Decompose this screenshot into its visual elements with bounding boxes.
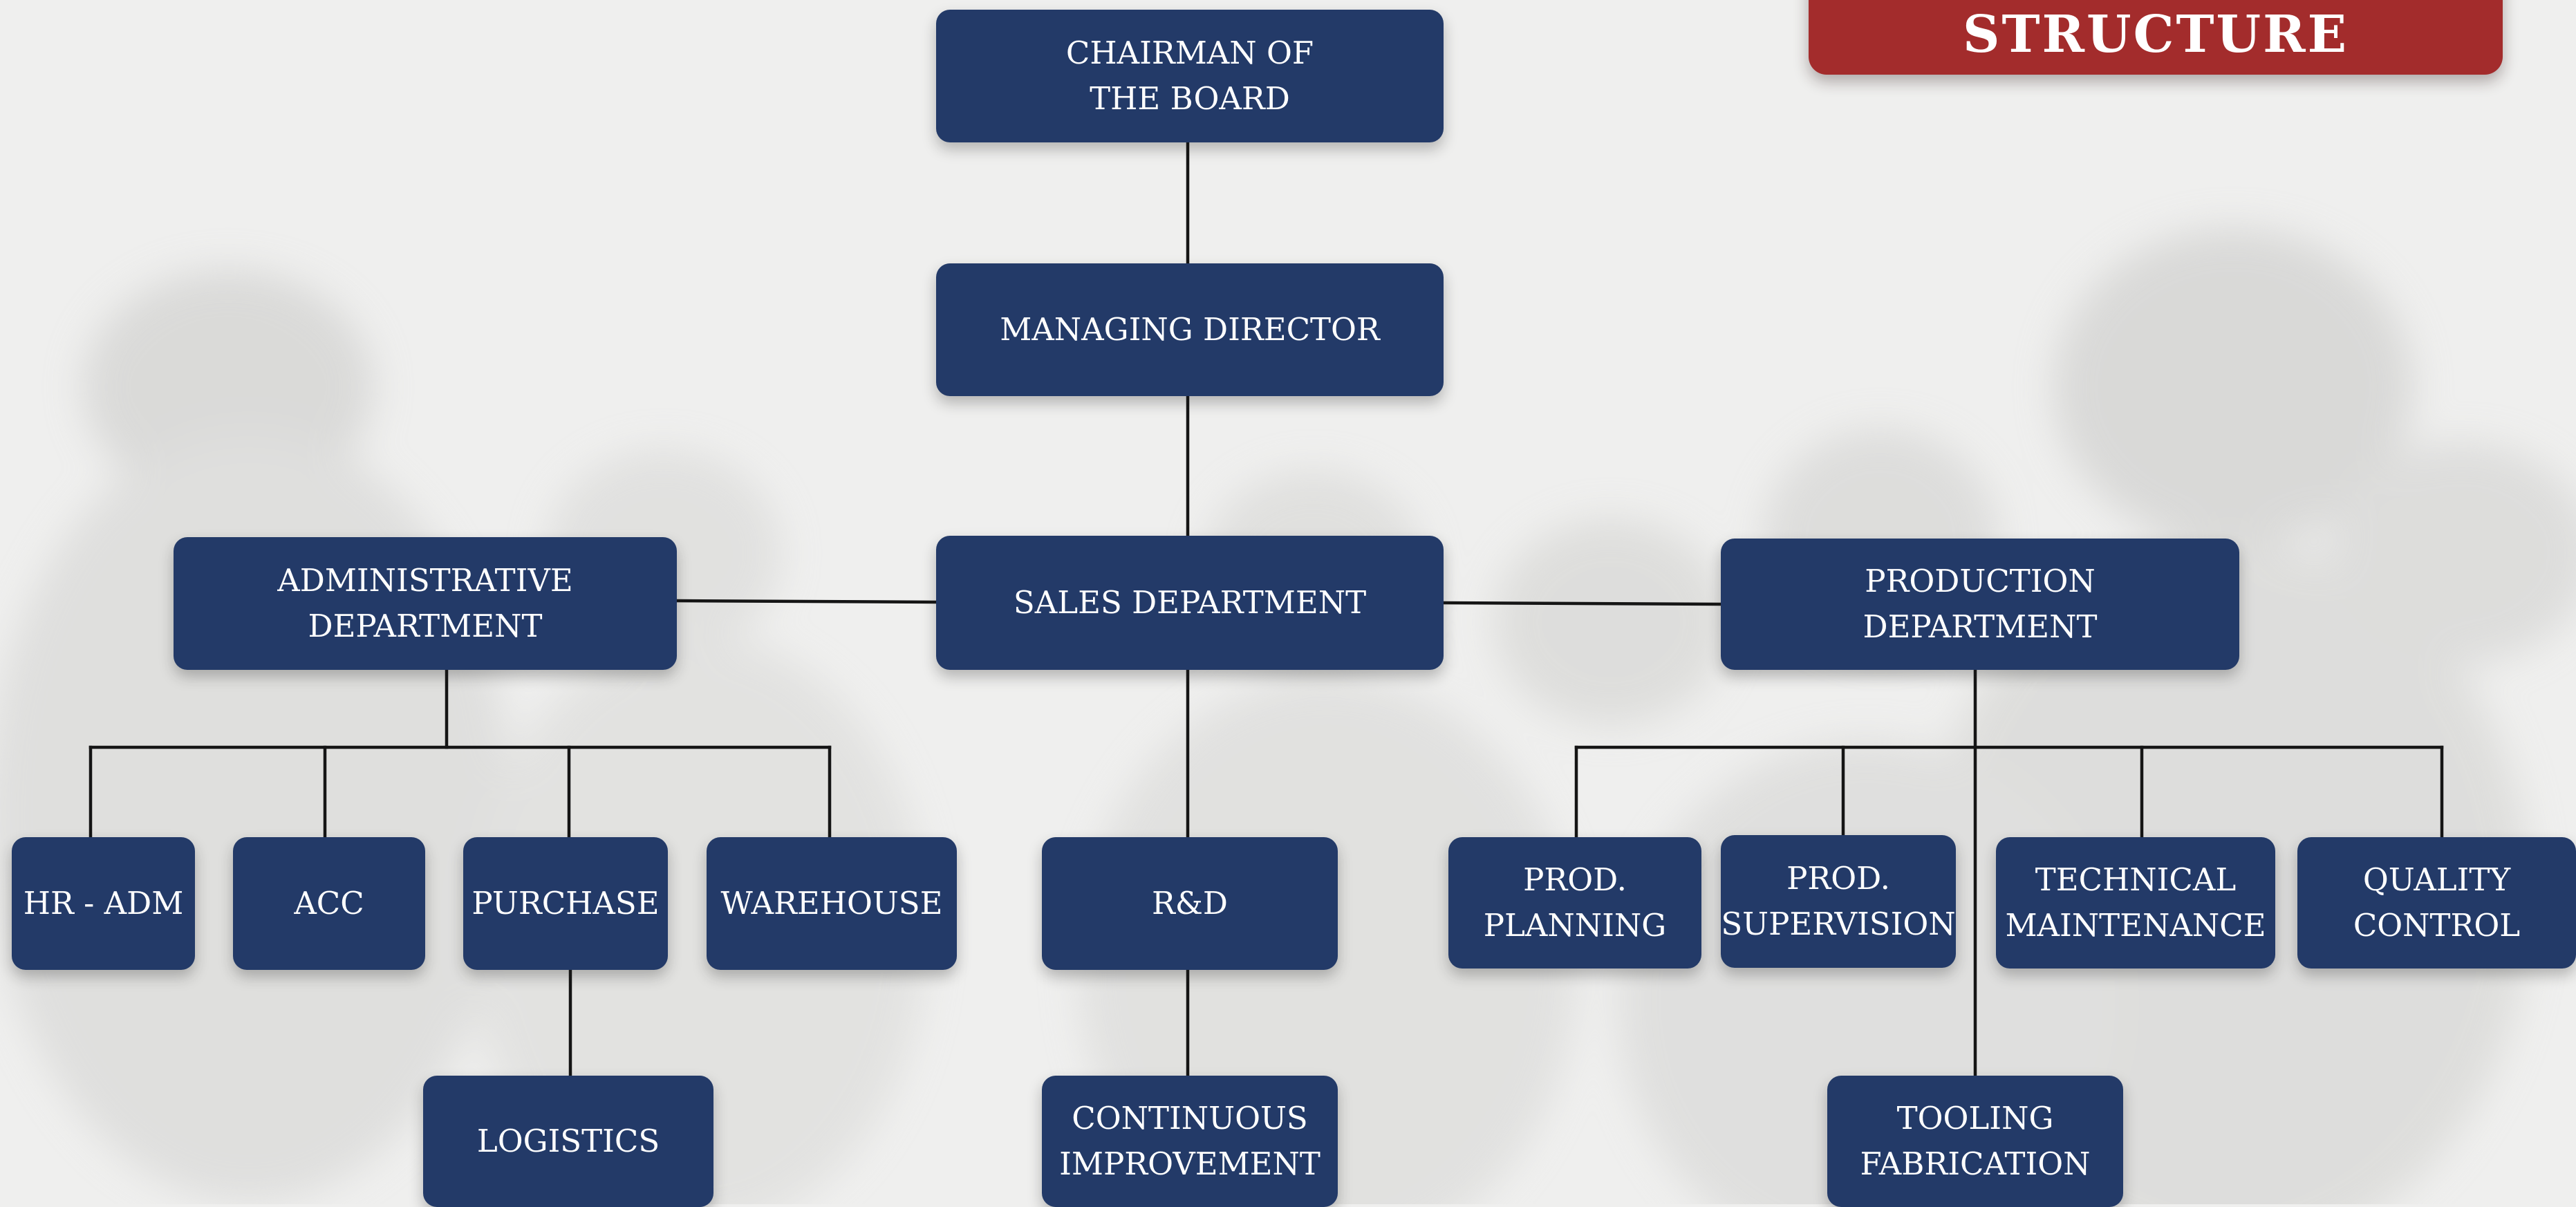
node-continuous-improvement-label: CONTINUOUS IMPROVEMENT: [1059, 1100, 1320, 1182]
node-quality-control: QUALITY CONTROL: [2297, 837, 2576, 969]
node-managing-director-label: MANAGING DIRECTOR: [1000, 311, 1380, 348]
node-logistics-label: LOGISTICS: [476, 1123, 660, 1159]
node-acc-label: ACC: [294, 885, 364, 921]
node-administrative-department: ADMINISTRATIVE DEPARTMENT: [174, 537, 677, 670]
node-production-department-label: PRODUCTION DEPARTMENT: [1863, 563, 2098, 645]
node-chairman: CHAIRMAN OF THE BOARD: [936, 10, 1444, 142]
node-administrative-department-label: ADMINISTRATIVE DEPARTMENT: [277, 562, 573, 644]
node-prod-planning: PROD. PLANNING: [1448, 837, 1701, 969]
node-tooling-fabrication: TOOLING FABRICATION: [1827, 1076, 2123, 1207]
node-hr-adm-label: HR - ADM: [23, 885, 184, 921]
banner-title: STRUCTURE: [1963, 5, 2349, 64]
node-rnd-label: R&D: [1151, 885, 1229, 921]
node-chairman-label: CHAIRMAN OF THE BOARD: [1065, 35, 1314, 117]
node-rnd: R&D: [1042, 837, 1338, 970]
node-sales-department: SALES DEPARTMENT: [936, 536, 1444, 670]
structure-banner: STRUCTURE: [1809, 0, 2503, 75]
node-quality-control-label: QUALITY CONTROL: [2353, 861, 2521, 944]
node-prod-planning-label: PROD. PLANNING: [1483, 861, 1667, 944]
node-purchase: PURCHASE: [463, 837, 668, 970]
node-acc: ACC: [233, 837, 425, 970]
node-sales-department-label: SALES DEPARTMENT: [1013, 584, 1367, 621]
node-production-department: PRODUCTION DEPARTMENT: [1721, 539, 2239, 670]
node-warehouse-label: WAREHOUSE: [720, 885, 943, 921]
node-purchase-label: PURCHASE: [472, 885, 660, 921]
node-prod-supervision-label: PROD. SUPERVISION: [1721, 860, 1956, 942]
node-continuous-improvement: CONTINUOUS IMPROVEMENT: [1042, 1076, 1338, 1207]
node-logistics: LOGISTICS: [423, 1076, 713, 1207]
node-prod-supervision: PROD. SUPERVISION: [1721, 835, 1956, 968]
node-tooling-fabrication-label: TOOLING FABRICATION: [1860, 1100, 2091, 1182]
node-technical-maintenance: TECHNICAL MAINTENANCE: [1996, 837, 2275, 969]
node-managing-director: MANAGING DIRECTOR: [936, 263, 1444, 396]
node-warehouse: WAREHOUSE: [707, 837, 957, 970]
node-hr-adm: HR - ADM: [12, 837, 195, 970]
node-technical-maintenance-label: TECHNICAL MAINTENANCE: [2005, 861, 2266, 944]
link-sales-production: [1441, 601, 1723, 606]
link-admin-sales: [675, 599, 938, 604]
